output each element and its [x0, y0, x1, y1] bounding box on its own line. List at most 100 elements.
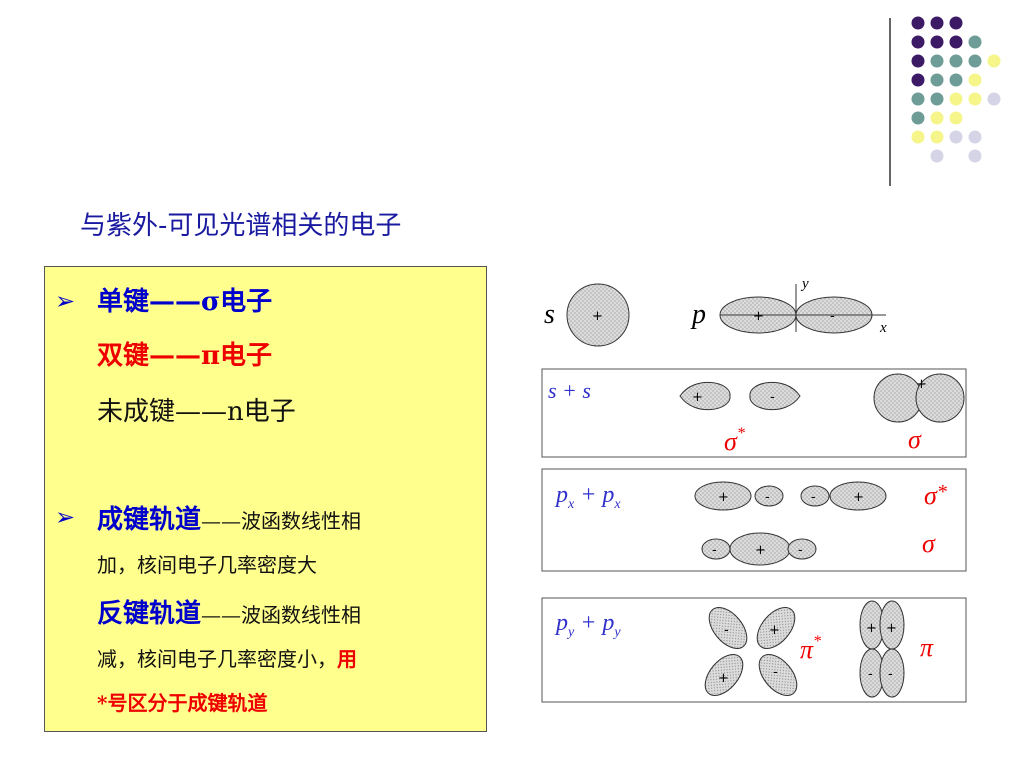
deco-dot	[968, 73, 982, 87]
x-axis-label: x	[879, 320, 887, 336]
pxpx-anti-lobe-4	[829, 481, 887, 511]
deco-dot	[930, 73, 944, 87]
deco-dot	[968, 149, 982, 163]
deco-dot	[949, 92, 963, 106]
deco-dot	[968, 54, 982, 68]
p-lobe-sign-minus: -	[830, 309, 835, 324]
deco-dot	[911, 16, 925, 30]
pxpx-bond-sign-2: +	[755, 543, 766, 558]
deco-dot	[949, 130, 963, 144]
deco-dots	[911, 16, 1001, 163]
deco-dot	[949, 111, 963, 125]
deco-dot	[968, 35, 982, 49]
pxpx-bond-lobe-3	[787, 538, 817, 560]
ss-label: s + s	[548, 378, 591, 403]
pypy-anti-sign-tr: +	[769, 623, 780, 638]
deco-dot	[911, 111, 925, 125]
pypy-label: py + py	[554, 610, 621, 640]
y-axis-label: y	[800, 276, 809, 292]
bonding-orbital-heading: 成键轨道	[97, 505, 202, 535]
ss-antibond-lobe-left	[679, 381, 731, 411]
ss-bond-circle-right	[915, 373, 965, 423]
s-orbital-label: s	[544, 299, 555, 330]
deco-dot	[930, 130, 944, 144]
deco-dot	[930, 16, 944, 30]
text-panel: ➢ 单键——σ电子 双键——π电子 未成键——n电子 ➢ 成键轨道——波函数线性…	[44, 266, 487, 732]
deco-dot	[911, 35, 925, 49]
ss-bond-sign: +	[916, 377, 927, 392]
pypy-anti-lobe-tr	[756, 607, 796, 649]
pypy-anti-lobe-bl	[704, 654, 744, 696]
pypy-anti-lobe-br	[758, 654, 798, 696]
deco-dot	[968, 92, 982, 106]
pxpx-sigma-star-label: σ*	[924, 481, 947, 510]
antibonding-star-note: *号区分于成键轨道	[97, 691, 268, 715]
deco-dot	[949, 35, 963, 49]
deco-dot	[930, 54, 944, 68]
bullet-arrow-icon: ➢	[55, 287, 76, 315]
slide-title: 与紫外-可见光谱相关的电子	[80, 211, 402, 241]
pxpx-anti-lobe-1	[694, 481, 752, 511]
deco-dot	[968, 130, 982, 144]
ss-box	[541, 368, 967, 458]
deco-dot	[949, 54, 963, 68]
bonding-orbital-desc-cont: 加，核间电子几率密度大	[97, 553, 317, 577]
deco-dot	[949, 16, 963, 30]
deco-dot	[987, 92, 1001, 106]
pxpx-sigma-label: σ	[922, 529, 936, 558]
pypy-anti-sign-br: -	[773, 665, 778, 680]
double-bond-line: 双键——π电子	[97, 341, 273, 371]
pxpx-anti-sign-4: +	[853, 490, 864, 505]
pxpx-anti-lobe-2	[754, 485, 784, 507]
pxpx-bond-sign-1: -	[712, 543, 717, 558]
pypy-bond-sign-br: -	[888, 667, 893, 682]
deco-dot	[930, 149, 944, 163]
bonding-orbital-line: 成键轨道——波函数线性相	[97, 499, 361, 536]
ss-sigma-label: σ	[908, 425, 922, 454]
deco-dot	[911, 130, 925, 144]
pypy-pi-star-label: π*	[800, 633, 821, 664]
nonbond-line: 未成键——n电子	[97, 397, 296, 427]
deco-dot	[949, 73, 963, 87]
ss-antibond-sign-plus: +	[692, 390, 703, 405]
pxpx-anti-sign-1: +	[718, 490, 729, 505]
pypy-bond-sign-tr: +	[886, 621, 897, 636]
pypy-anti-sign-bl: +	[718, 671, 729, 686]
pypy-box	[541, 597, 967, 703]
antibonding-orbital-heading: 反键轨道	[97, 599, 202, 629]
deco-dot	[911, 54, 925, 68]
pxpx-anti-sign-2: -	[765, 490, 770, 505]
ss-bond-circle-left	[873, 373, 923, 423]
antibonding-desc-text: 减，核间电子几率密度小，	[97, 647, 337, 671]
antibonding-orbital-desc: ——波函数线性相	[201, 603, 362, 627]
bonding-orbital-desc: ——波函数线性相	[201, 509, 362, 533]
orbital-diagram: s + p + - x y s + s + - σ* + σ px + px +…	[541, 276, 967, 703]
pxpx-bond-sign-3: -	[798, 543, 803, 558]
deco-dot	[911, 73, 925, 87]
antibonding-orbital-desc-cont: 减，核间电子几率密度小，用	[97, 643, 357, 672]
deco-dot	[930, 92, 944, 106]
pxpx-anti-sign-3: -	[811, 490, 816, 505]
s-orbital-sign: +	[592, 309, 603, 324]
decorative-dot-grid	[889, 16, 1001, 186]
ss-antibond-lobe-right	[749, 381, 801, 411]
pxpx-box	[541, 468, 967, 572]
pypy-bond-sign-tl: +	[866, 621, 877, 636]
ss-sigma-star-label: σ*	[724, 425, 745, 456]
bullet-arrow-icon: ➢	[55, 503, 76, 531]
pypy-anti-lobe-tl	[708, 607, 748, 649]
ss-antibond-sign-minus: -	[770, 390, 775, 405]
deco-dot	[930, 111, 944, 125]
pxpx-label: px + px	[554, 482, 621, 512]
pypy-anti-sign-tl: -	[724, 623, 729, 638]
pypy-bond-lobe-br	[879, 648, 905, 698]
p-orbital-label: p	[690, 299, 706, 330]
antibonding-orbital-line: 反键轨道——波函数线性相	[97, 593, 361, 630]
deco-dot	[930, 35, 944, 49]
s-orbital-circle	[566, 283, 630, 347]
p-lobe-sign-plus: +	[753, 309, 764, 324]
antibonding-desc-red: 用	[337, 647, 357, 671]
single-bond-line: 单键——σ电子	[97, 287, 273, 317]
deco-dot	[911, 92, 925, 106]
pypy-bond-sign-bl: -	[868, 667, 873, 682]
